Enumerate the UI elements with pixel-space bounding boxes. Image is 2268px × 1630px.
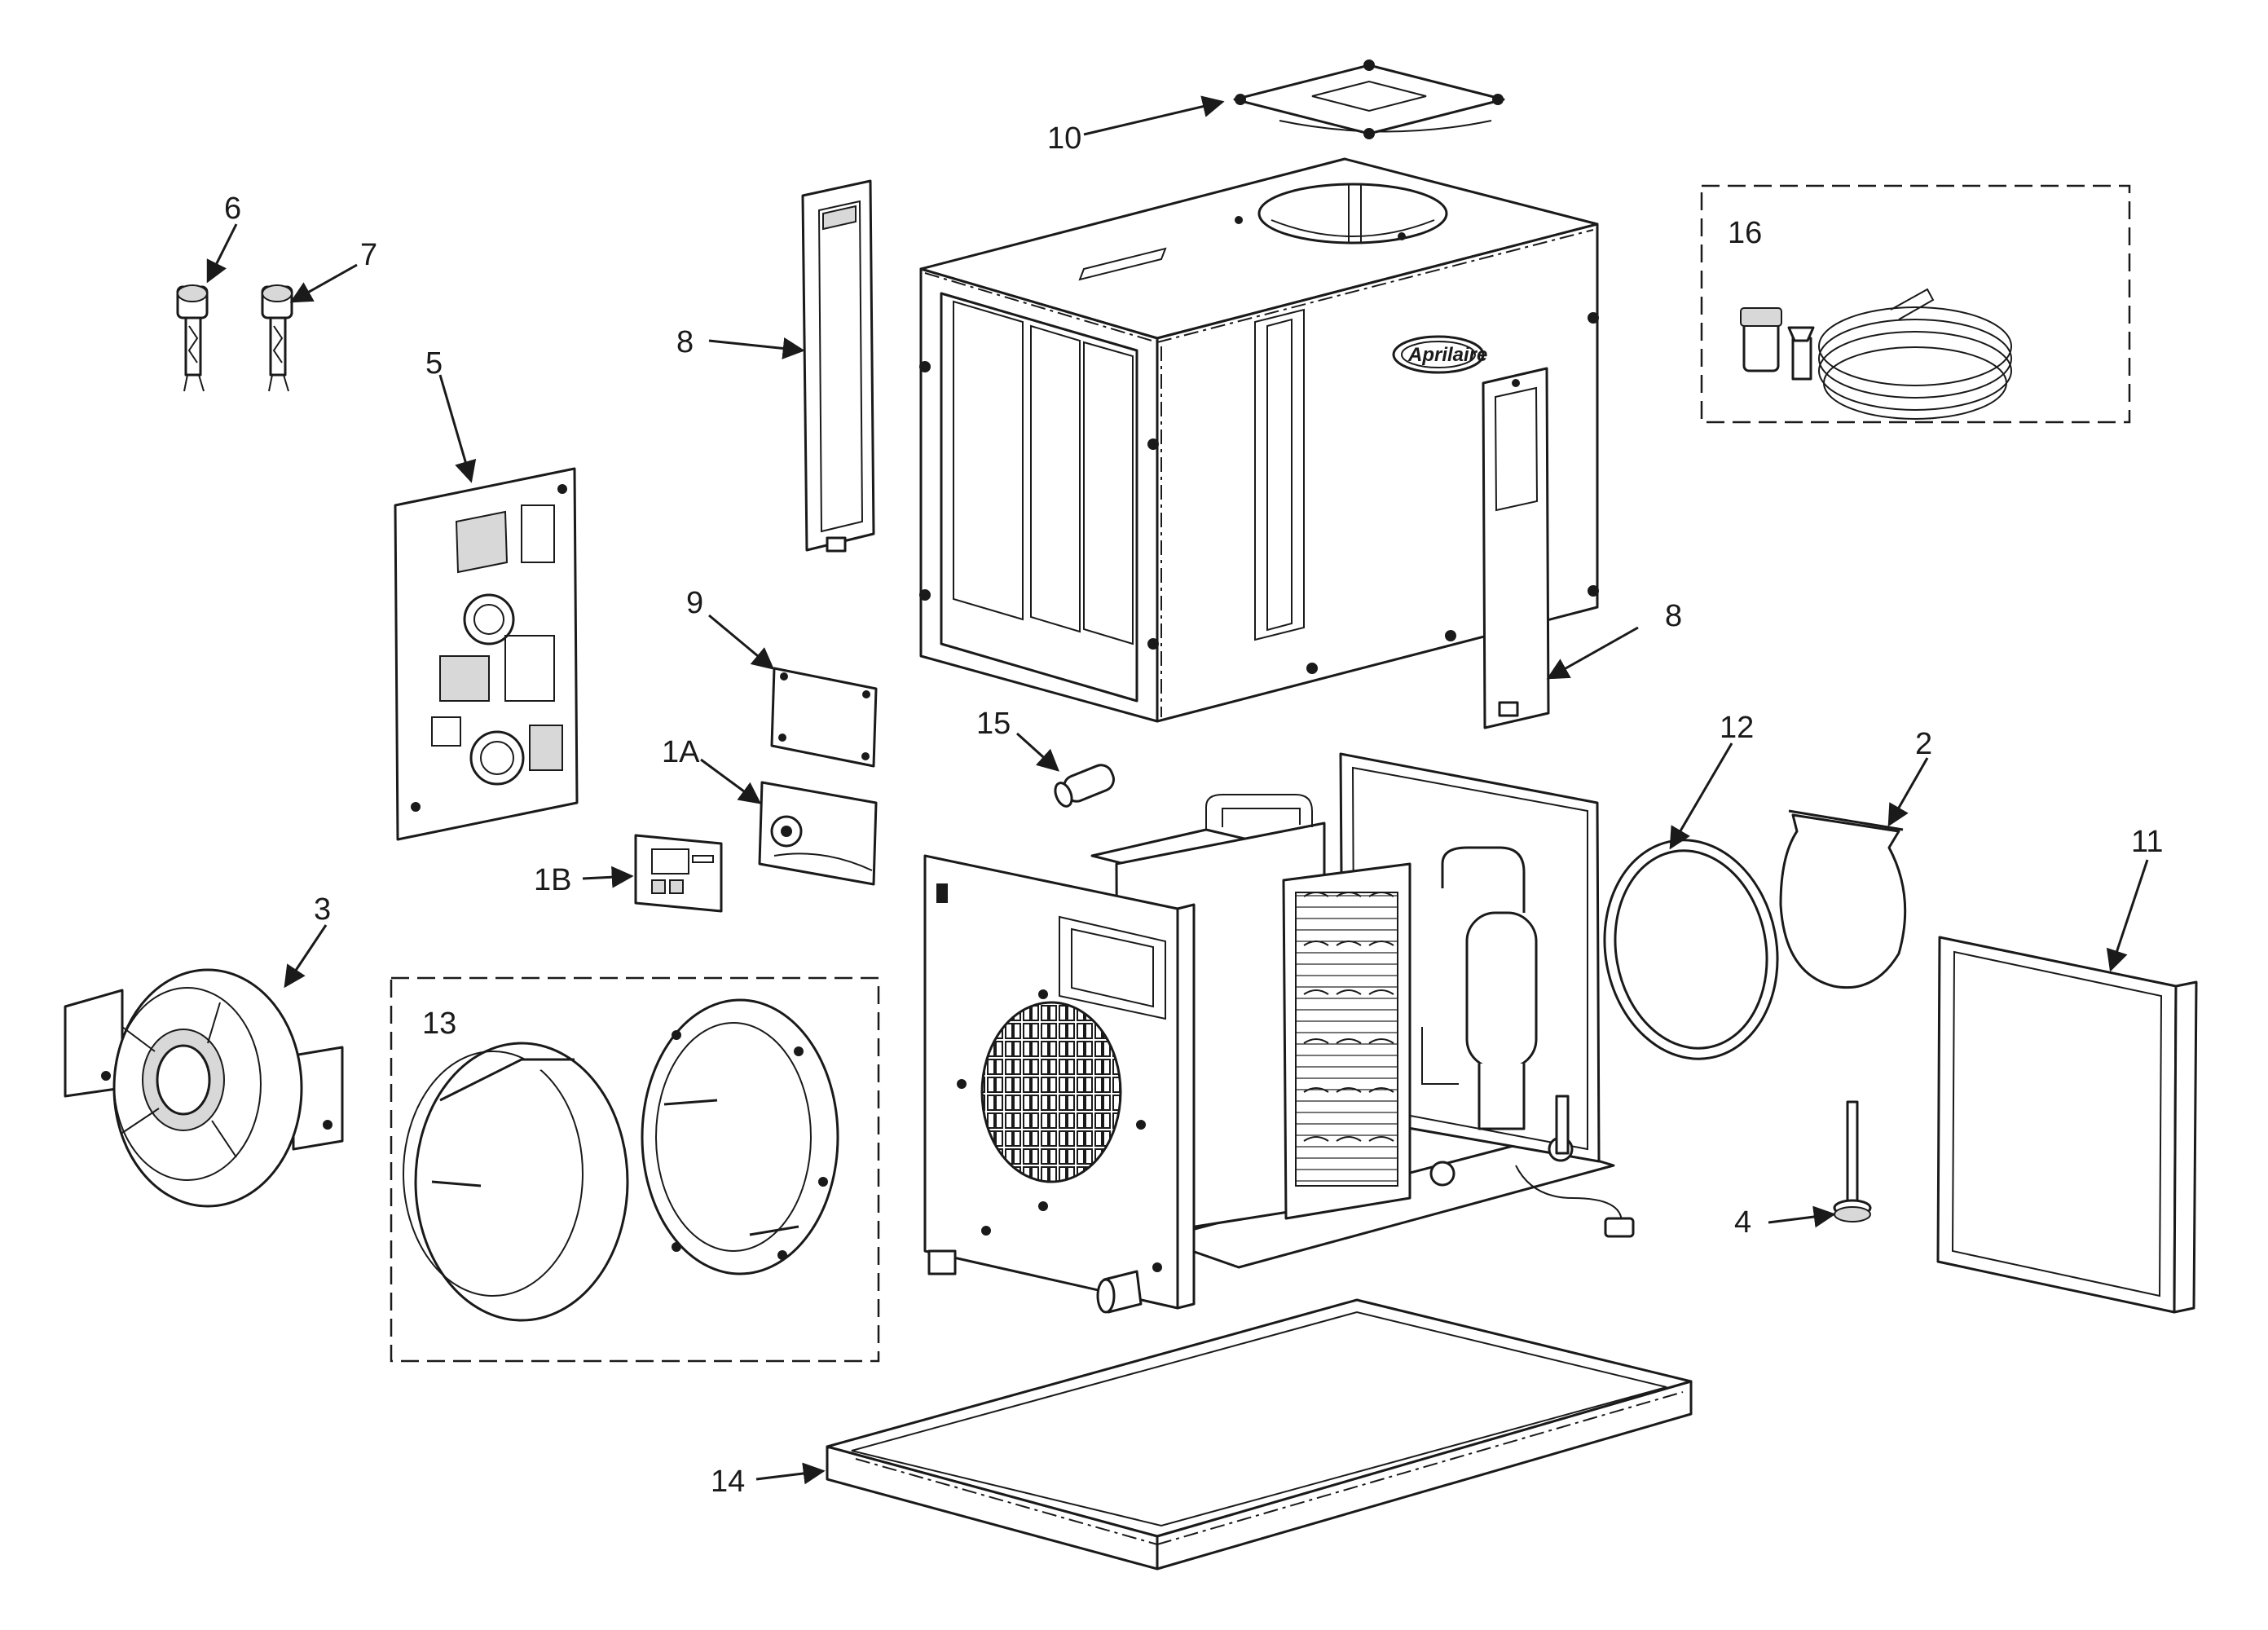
callout-9: 9 bbox=[686, 586, 703, 620]
part-8-access-panel-right bbox=[1482, 367, 1550, 729]
part-7-switch bbox=[261, 284, 293, 392]
callout-7: 7 bbox=[360, 238, 377, 272]
callout-15: 15 bbox=[976, 707, 1011, 741]
part-16-drain-kit bbox=[1700, 184, 2131, 424]
callout-6: 6 bbox=[224, 192, 241, 226]
callout-8-left: 8 bbox=[676, 325, 694, 359]
part-1A-dial-control bbox=[758, 781, 878, 886]
callout-10: 10 bbox=[1047, 121, 1081, 156]
callout-8-right: 8 bbox=[1665, 599, 1682, 633]
front-panel bbox=[923, 854, 1196, 1314]
part-15-capacitor bbox=[1054, 764, 1116, 808]
callout-5: 5 bbox=[425, 346, 443, 381]
callout-4: 4 bbox=[1734, 1205, 1751, 1240]
callout-1A: 1A bbox=[662, 735, 700, 769]
part-6-switch bbox=[176, 284, 209, 392]
part-10-top-flange bbox=[1233, 59, 1505, 139]
callout-13: 13 bbox=[422, 1007, 456, 1041]
callout-3: 3 bbox=[314, 892, 331, 927]
part-1B-digital-control bbox=[634, 834, 723, 913]
part-14-drain-pan bbox=[826, 1298, 1693, 1571]
callout-2: 2 bbox=[1915, 727, 1932, 761]
leader-lines bbox=[206, 95, 2149, 1485]
callout-16: 16 bbox=[1728, 216, 1762, 250]
callout-11: 11 bbox=[2131, 825, 2163, 859]
part-5-control-board bbox=[394, 467, 579, 841]
part-2-damper-plate bbox=[1779, 809, 1907, 989]
part-8-access-panel-left bbox=[801, 179, 875, 553]
callout-1B: 1B bbox=[534, 863, 571, 897]
part-11-filter bbox=[1936, 936, 2198, 1314]
callout-12: 12 bbox=[1720, 711, 1754, 745]
part-4-leg bbox=[1833, 1100, 1872, 1222]
brand-logo: Aprilaire bbox=[1407, 344, 1487, 366]
coil-bends bbox=[1303, 892, 1394, 1142]
part-13-duct-collars bbox=[390, 976, 880, 1363]
part-9-cover-plate bbox=[770, 667, 878, 768]
callout-14: 14 bbox=[711, 1465, 745, 1499]
callout-labels: 10 8 8 16 6 7 5 9 1A 1B 15 12 2 11 3 13 … bbox=[224, 121, 2163, 1499]
part-12-gasket bbox=[1603, 839, 1779, 1060]
part-3-blower bbox=[64, 968, 344, 1208]
